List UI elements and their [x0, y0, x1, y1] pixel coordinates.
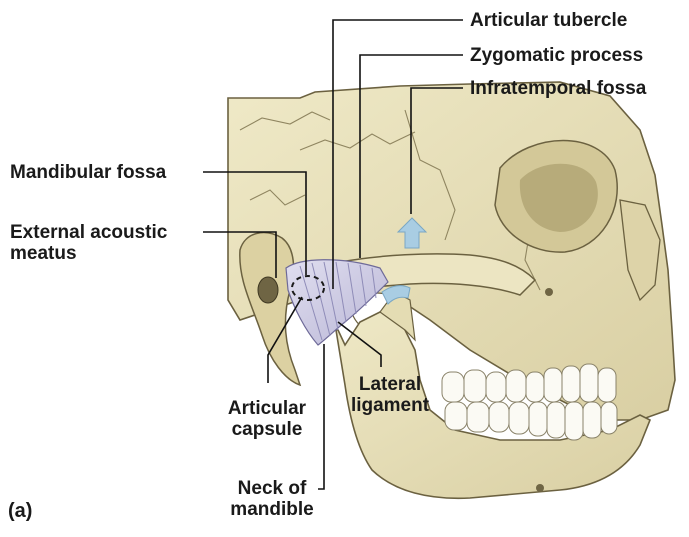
label-articular-tubercle: Articular tubercle	[470, 10, 627, 31]
label-external-acoustic-meatus: External acoustic meatus	[10, 222, 167, 264]
label-lateral-ligament-line2: ligament	[338, 395, 442, 416]
panel-letter: (a)	[8, 500, 32, 523]
label-external-acoustic-meatus-line1: External acoustic	[10, 222, 167, 243]
label-neck-of-mandible: Neck of mandible	[222, 478, 322, 520]
label-neck-of-mandible-line2: mandible	[222, 499, 322, 520]
label-mandibular-fossa: Mandibular fossa	[10, 162, 166, 183]
label-lateral-ligament: Lateral ligament	[338, 374, 442, 416]
label-articular-capsule-line2: capsule	[212, 419, 322, 440]
label-neck-of-mandible-line1: Neck of	[222, 478, 322, 499]
label-articular-capsule-line1: Articular	[212, 398, 322, 419]
label-zygomatic-process: Zygomatic process	[470, 45, 643, 66]
cranial-foramen	[545, 288, 553, 296]
label-lateral-ligament-line1: Lateral	[338, 374, 442, 395]
external-acoustic-opening	[258, 277, 278, 303]
label-external-acoustic-meatus-line2: meatus	[10, 243, 167, 264]
label-articular-capsule: Articular capsule	[212, 398, 322, 440]
mental-foramen	[536, 484, 544, 492]
label-infratemporal-fossa: Infratemporal fossa	[470, 78, 646, 99]
